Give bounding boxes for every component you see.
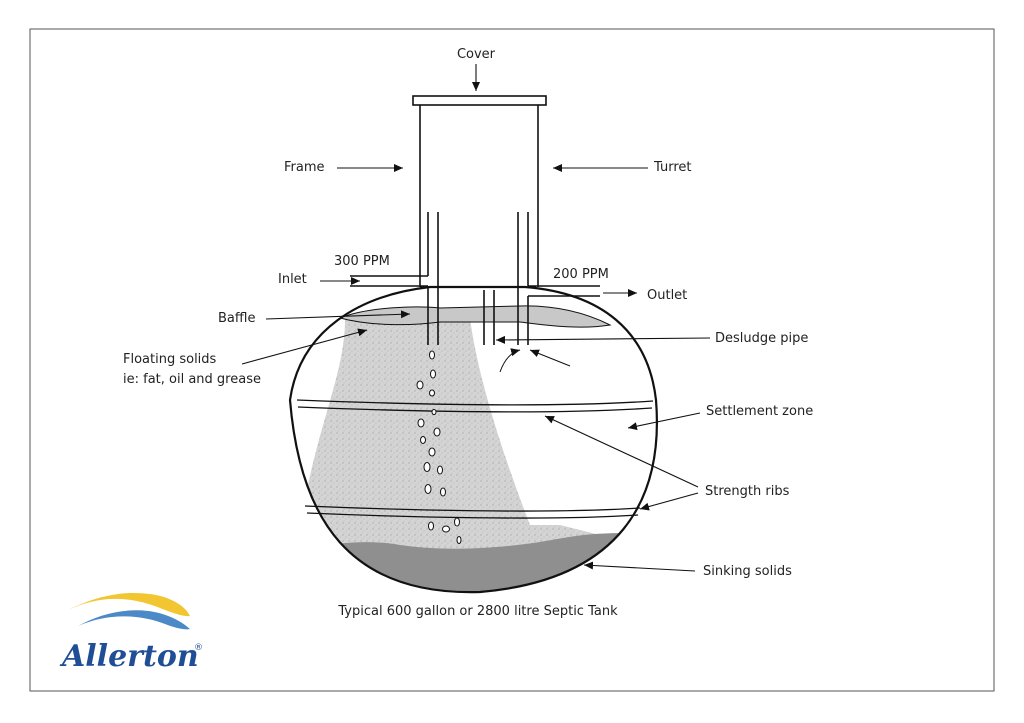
- desludge-pipe: [483, 290, 495, 345]
- label-floating-solids: Floating solids: [123, 352, 217, 367]
- label-turret: Turret: [653, 160, 691, 175]
- label-inlet-ppm: 300 PPM: [334, 254, 390, 269]
- label-desludge-pipe: Desludge pipe: [715, 331, 808, 346]
- flow-arrows: [499, 348, 571, 373]
- tank-outline: [288, 285, 658, 594]
- label-cover: Cover: [457, 47, 496, 62]
- logo-wave-yellow: [68, 592, 190, 617]
- floating-solids-layer: [338, 305, 612, 328]
- label-strength-ribs: Strength ribs: [705, 484, 790, 499]
- logo-wave-blue: [78, 610, 190, 630]
- bubbles: [416, 350, 462, 544]
- logo-registered-mark: ®: [194, 643, 203, 653]
- outlet-pipe: [517, 212, 600, 345]
- strength-ribs: [296, 399, 654, 519]
- label-settlement-zone: Settlement zone: [706, 404, 813, 419]
- label-sinking-solids: Sinking solids: [703, 564, 792, 579]
- label-baffle: Baffle: [218, 311, 255, 326]
- cover-lid: [412, 95, 547, 106]
- label-outlet-ppm: 200 PPM: [553, 267, 609, 282]
- leader-lines: [241, 64, 711, 572]
- tank-interior: [290, 305, 657, 593]
- turret: [412, 95, 547, 288]
- dispersed-solids: [290, 318, 650, 593]
- inlet-pipe: [350, 212, 439, 345]
- frame-border: [29, 28, 995, 692]
- label-inlet: Inlet: [278, 272, 307, 287]
- diagram-caption: Typical 600 gallon or 2800 litre Septic …: [337, 604, 618, 619]
- label-outlet: Outlet: [647, 288, 687, 303]
- logo-wordmark: Allerton: [59, 639, 199, 674]
- label-floating-solids-detail: ie: fat, oil and grease: [123, 372, 261, 387]
- allerton-logo: Allerton ®: [59, 592, 203, 674]
- label-frame: Frame: [284, 160, 325, 175]
